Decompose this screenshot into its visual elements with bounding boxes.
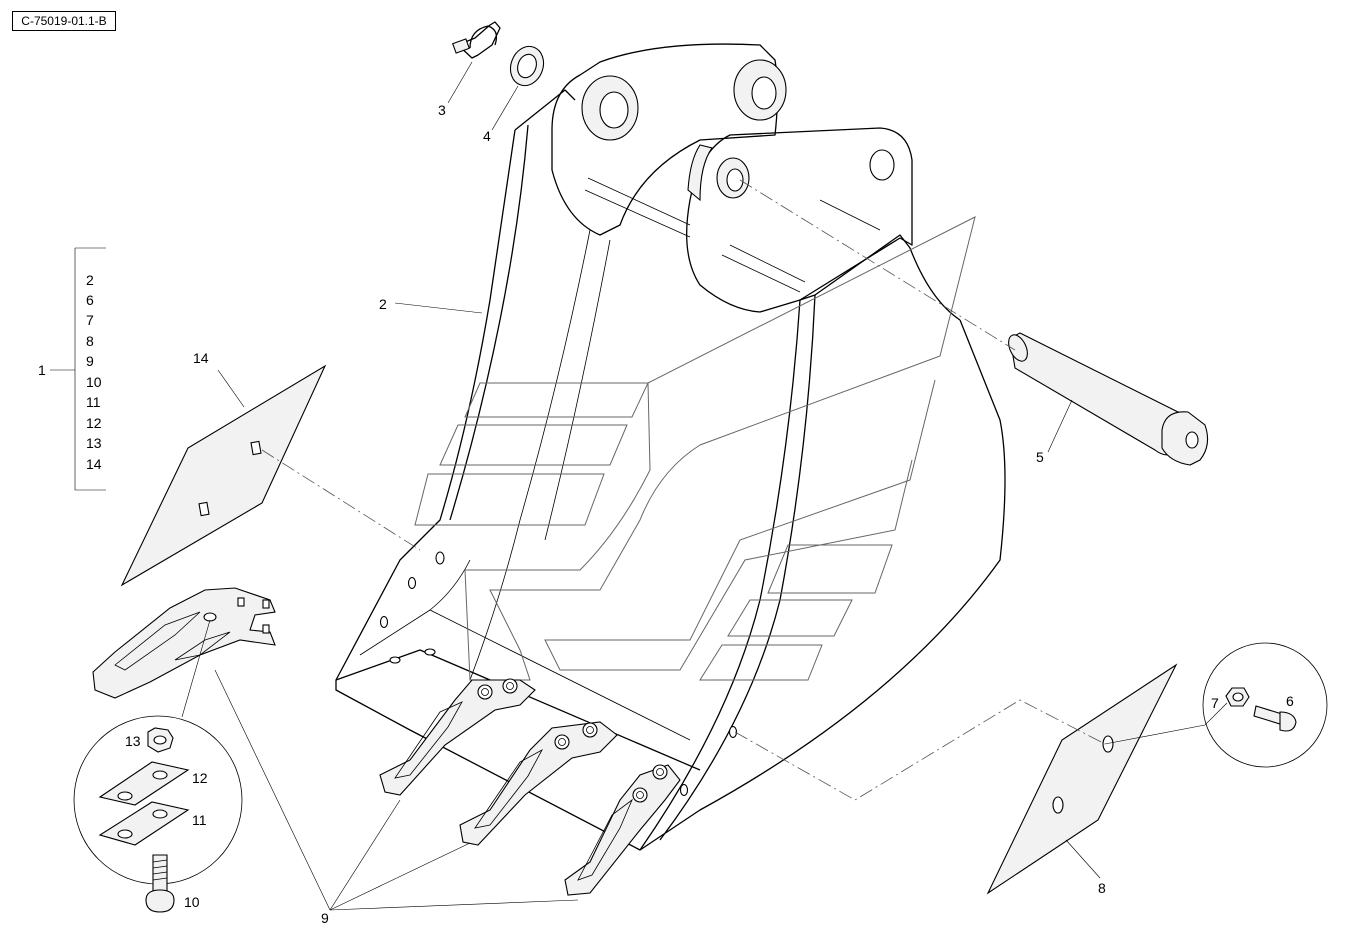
callout-14: 14 — [193, 350, 209, 366]
kit-item: 6 — [86, 292, 94, 308]
nut-7[interactable] — [1225, 687, 1250, 707]
detail-circle-bolt-nut — [1202, 642, 1328, 768]
leader-lines — [50, 61, 1228, 911]
kit-item: 10 — [86, 374, 102, 390]
right-mounting-lug[interactable] — [686, 127, 913, 313]
callout-5: 5 — [1036, 449, 1044, 465]
shim-12[interactable] — [98, 761, 190, 806]
callout-12: 12 — [192, 770, 208, 786]
callout-11: 11 — [192, 812, 207, 828]
kit-item: 2 — [86, 272, 94, 288]
centreline-pin — [739, 179, 1016, 351]
shim-11[interactable] — [98, 801, 190, 846]
washer[interactable] — [505, 42, 549, 91]
detail-circle-fasteners — [73, 715, 243, 913]
left-mounting-lug[interactable] — [551, 43, 787, 238]
callout-10: 10 — [184, 894, 200, 910]
bucket-tooth-3[interactable] — [564, 764, 681, 896]
callout-9: 9 — [321, 910, 329, 926]
bolt-10[interactable] — [145, 854, 175, 913]
kit-item: 11 — [86, 394, 101, 410]
side-cutter-left[interactable] — [120, 364, 327, 587]
callout-7: 7 — [1211, 695, 1219, 711]
kit-list: 1 2 6 7 8 9 10 11 12 13 14 — [38, 272, 102, 472]
ghost-logo-watermark — [414, 216, 976, 681]
callout-6: 6 — [1286, 693, 1294, 709]
kit-item: 13 — [86, 435, 102, 451]
callout-4: 4 — [483, 128, 491, 144]
callout-8: 8 — [1098, 880, 1106, 896]
kit-item: 8 — [86, 333, 94, 349]
centreline-right-cutter — [734, 699, 1106, 801]
drawing-reference-box: C-75019-01.1-B — [12, 11, 116, 31]
kit-item: 9 — [86, 353, 94, 369]
callout-13: 13 — [125, 733, 141, 749]
nut-13[interactable] — [147, 727, 174, 753]
kit-item: 14 — [86, 456, 102, 472]
bucket-tooth-1[interactable] — [379, 678, 536, 796]
callout-2: 2 — [379, 296, 387, 312]
exploded-tooth[interactable] — [92, 587, 276, 699]
centreline-left-cutter — [261, 449, 421, 551]
kit-item: 7 — [86, 312, 94, 328]
kit-item: 12 — [86, 415, 102, 431]
bucket-tooth-2[interactable] — [459, 721, 618, 846]
bolt-6[interactable] — [1253, 705, 1297, 732]
pivot-pin[interactable] — [1005, 332, 1209, 466]
callout-3: 3 — [438, 102, 446, 118]
callout-1: 1 — [38, 362, 46, 378]
lynch-pin[interactable] — [452, 21, 501, 59]
side-cutter-right[interactable] — [986, 663, 1178, 895]
